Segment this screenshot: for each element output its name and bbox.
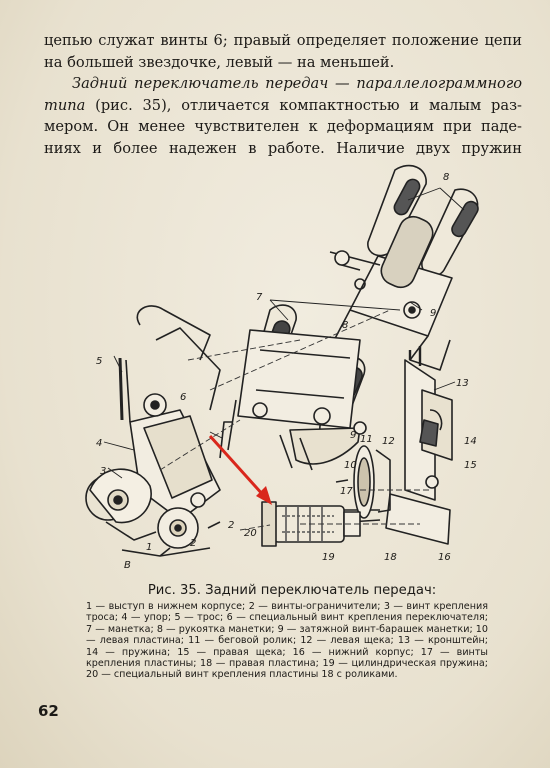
label-14: 14 [464, 436, 477, 447]
pointer-arrow [208, 434, 272, 505]
body-text: цепью служат винты 6; правый определяет … [44, 30, 522, 159]
text-line: на большей звездочке, левый — на меньшей… [44, 53, 395, 71]
label-12: 12 [382, 436, 395, 447]
label-11: 11 [360, 434, 373, 445]
exploded-view [317, 346, 453, 545]
text-line: Задний переключатель передач — параллело… [44, 73, 522, 95]
label-3: 3 [100, 466, 106, 477]
label-15: 15 [464, 460, 477, 471]
label-4: 4 [96, 438, 102, 449]
derailleur-body [85, 305, 221, 557]
label-8: 8 [443, 172, 449, 183]
label-18: 18 [384, 552, 397, 563]
label-2: 2 [228, 520, 234, 531]
label-7: 7 [256, 292, 263, 303]
text-line: ниях и более надежен в работе. Наличие д… [44, 139, 522, 157]
italic-term: Задний переключатель передач — параллело… [72, 75, 522, 92]
italic-term: типа [44, 96, 86, 114]
label-1: 1 [146, 542, 152, 553]
label-6: 6 [180, 392, 186, 403]
label-9: 9 [350, 430, 356, 441]
figure-labels: 8 7 8 9 5 6 9 13 14 15 4 11 12 10 3 17 2… [96, 172, 477, 571]
label-10: 10 [344, 460, 357, 471]
label-5: 5 [96, 356, 102, 367]
page-number: 62 [38, 702, 59, 720]
text-line: типа (рис. 35), отличается компактностью… [44, 96, 522, 114]
text-line: мером. Он менее чувствителен к деформаци… [44, 118, 522, 135]
label-B: В [124, 560, 131, 571]
shifter-lower [219, 304, 367, 471]
figure-caption: Рис. 35. Задний переключатель передач: [147, 583, 437, 598]
label-2: 2 [190, 538, 196, 549]
label-16: 16 [438, 552, 451, 563]
label-13: 13 [456, 378, 469, 389]
label-19: 19 [322, 552, 335, 563]
derailleur-drawing: 8 7 8 9 5 6 9 13 14 15 4 11 12 10 3 17 2… [85, 164, 479, 571]
figure-legend: 1 — выступ в нижнем корпусе; 2 — винты-о… [86, 601, 488, 681]
label-17: 17 [340, 486, 353, 497]
label-20: 20 [244, 528, 257, 539]
derailleur-figure: 8 7 8 9 5 6 9 13 14 15 4 11 12 10 3 17 2… [60, 160, 500, 580]
label-9: 9 [430, 308, 436, 319]
label-8: 8 [342, 320, 348, 331]
text-line: цепью служат винты 6; правый определяет … [44, 32, 522, 49]
